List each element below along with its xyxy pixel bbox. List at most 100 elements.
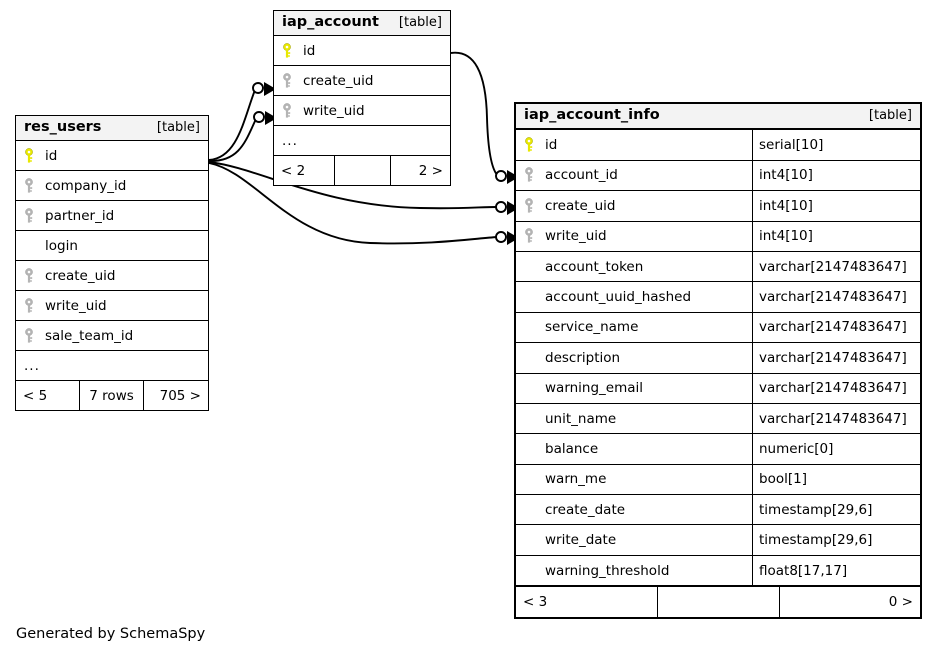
ellipsis-label: ... [24, 357, 40, 374]
column-type: bool[1] [759, 471, 807, 488]
column-name: write_uid [45, 297, 107, 314]
column-name: write_uid [303, 102, 365, 119]
column-row[interactable]: id serial[10] [516, 130, 920, 161]
foreign-key-icon [282, 73, 296, 89]
footer-row-count[interactable] [657, 587, 778, 617]
column-name: id [545, 137, 558, 154]
column-name-cell: write_uid [516, 222, 752, 251]
column-row[interactable]: id [274, 36, 450, 67]
footer-prev-count[interactable]: < 2 [281, 162, 306, 179]
column-name-cell: id [274, 36, 450, 65]
column-row[interactable]: account_token varchar[2147483647] [516, 251, 920, 283]
footer-next-count[interactable]: 705 > [142, 381, 208, 411]
more-columns-row: ... [274, 126, 450, 157]
footer-row-count[interactable]: 7 rows [79, 381, 142, 411]
column-row[interactable]: balance numeric[0] [516, 434, 920, 465]
footer-prev-count[interactable]: < 3 [523, 593, 548, 610]
column-row[interactable]: warn_me bool[1] [516, 464, 920, 496]
column-row[interactable]: partner_id [16, 201, 208, 232]
column-type-cell: bool[1] [752, 464, 920, 495]
column-name: id [45, 147, 58, 164]
table-kind-label: [table] [868, 107, 912, 123]
edge-iap_account-id-to-iap_account_info-account_id [450, 51, 499, 177]
column-type: serial[10] [759, 137, 824, 154]
column-type: float8[17,17] [759, 562, 848, 579]
column-type: varchar[2147483647] [759, 289, 907, 306]
column-name: create_uid [303, 72, 374, 89]
column-name: account_uuid_hashed [545, 289, 692, 306]
column-name: service_name [545, 319, 639, 336]
column-row[interactable]: account_id int4[10] [516, 160, 920, 192]
column-name: balance [545, 440, 599, 457]
column-type-cell: varchar[2147483647] [752, 403, 920, 434]
column-name-cell: login [16, 231, 208, 260]
column-name-cell: warn_me [516, 465, 752, 494]
column-type-cell: int4[10] [752, 221, 920, 251]
column-name: create_uid [545, 197, 616, 214]
column-row[interactable]: write_date timestamp[29,6] [516, 525, 920, 556]
column-row[interactable]: login [16, 231, 208, 262]
column-name-cell: unit_name [516, 404, 752, 433]
column-name: unit_name [545, 410, 617, 427]
column-name-cell: id [516, 130, 752, 159]
column-row[interactable]: create_date timestamp[29,6] [516, 495, 920, 526]
column-type: varchar[2147483647] [759, 258, 907, 275]
foreign-key-icon [524, 198, 538, 214]
column-name-cell: warning_email [516, 374, 752, 403]
column-name-cell: create_date [516, 495, 752, 524]
column-type-cell: serial[10] [752, 130, 920, 160]
foreign-key-icon [24, 328, 38, 344]
column-type: timestamp[29,6] [759, 501, 873, 518]
column-name-cell: create_uid [274, 66, 450, 95]
column-name-cell: partner_id [16, 201, 208, 230]
column-name-cell: account_id [516, 161, 752, 190]
table-header-iap_account: iap_account [table] [274, 11, 450, 37]
column-row[interactable]: warning_email varchar[2147483647] [516, 373, 920, 404]
column-row[interactable]: id [16, 141, 208, 172]
column-type-cell: varchar[2147483647] [752, 282, 920, 312]
diagram-caption: Generated by SchemaSpy [16, 626, 206, 642]
column-row[interactable]: create_uid [274, 66, 450, 97]
column-type: timestamp[29,6] [759, 532, 873, 549]
column-row[interactable]: unit_name varchar[2147483647] [516, 403, 920, 435]
ellipsis-label: ... [282, 132, 298, 149]
column-row[interactable]: warning_threshold float8[17,17] [516, 555, 920, 587]
column-name-cell: warning_threshold [516, 556, 752, 585]
column-row[interactable]: write_uid [16, 291, 208, 322]
column-type: varchar[2147483647] [759, 380, 907, 397]
table-iap_account[interactable]: iap_account [table] id create_uid write_ui… [273, 10, 451, 187]
column-name-cell: write_uid [274, 96, 450, 125]
footer-prev-count[interactable]: < 5 [23, 387, 48, 404]
column-type: varchar[2147483647] [759, 349, 907, 366]
foreign-key-icon [24, 298, 38, 314]
column-name-cell: id [16, 141, 208, 170]
column-name: create_uid [45, 267, 116, 284]
column-type: int4[10] [759, 167, 813, 184]
column-row[interactable]: account_uuid_hashed varchar[2147483647] [516, 282, 920, 313]
footer-next-count[interactable]: 2 > [390, 156, 450, 186]
column-name-cell: account_token [516, 252, 752, 281]
footer-next-count[interactable]: 0 > [778, 587, 920, 617]
primary-key-icon [24, 148, 38, 164]
column-name: partner_id [45, 207, 115, 224]
column-row[interactable]: write_uid [274, 96, 450, 127]
footer-row-count[interactable] [333, 156, 390, 186]
column-name: warn_me [545, 471, 607, 488]
column-name: id [303, 42, 316, 59]
column-row[interactable]: create_uid [16, 261, 208, 292]
edge-res_users-id-to-iap_account-create_uid [208, 89, 256, 161]
foreign-key-icon [524, 228, 538, 244]
column-type-cell: numeric[0] [752, 434, 920, 464]
column-type: numeric[0] [759, 440, 834, 457]
column-row[interactable]: company_id [16, 171, 208, 202]
column-row[interactable]: sale_team_id [16, 321, 208, 352]
column-name: write_date [545, 532, 617, 549]
